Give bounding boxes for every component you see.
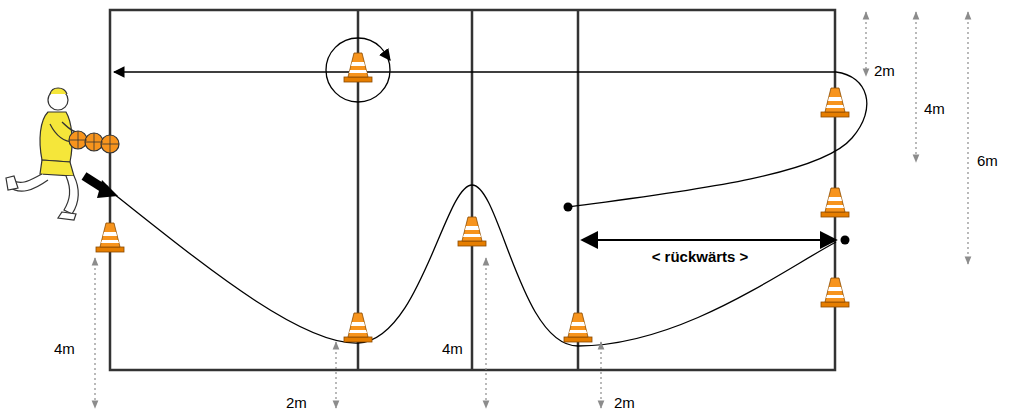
dimension-label: 2m	[872, 62, 897, 79]
cones	[96, 53, 849, 342]
dimension-label: 4m	[922, 100, 947, 117]
direction-label: < rückwärts >	[650, 248, 751, 265]
dimension-label: 6m	[975, 152, 1000, 169]
start-arrowhead	[97, 180, 118, 198]
court-lines	[110, 10, 835, 370]
player-figure	[6, 88, 119, 220]
run-path	[114, 38, 867, 346]
dimension-label: 4m	[440, 340, 465, 357]
dimension-lines	[95, 12, 968, 408]
dimension-label: 4m	[52, 340, 77, 357]
dimension-label: 2m	[612, 394, 637, 411]
dimension-label: 2m	[284, 394, 309, 411]
